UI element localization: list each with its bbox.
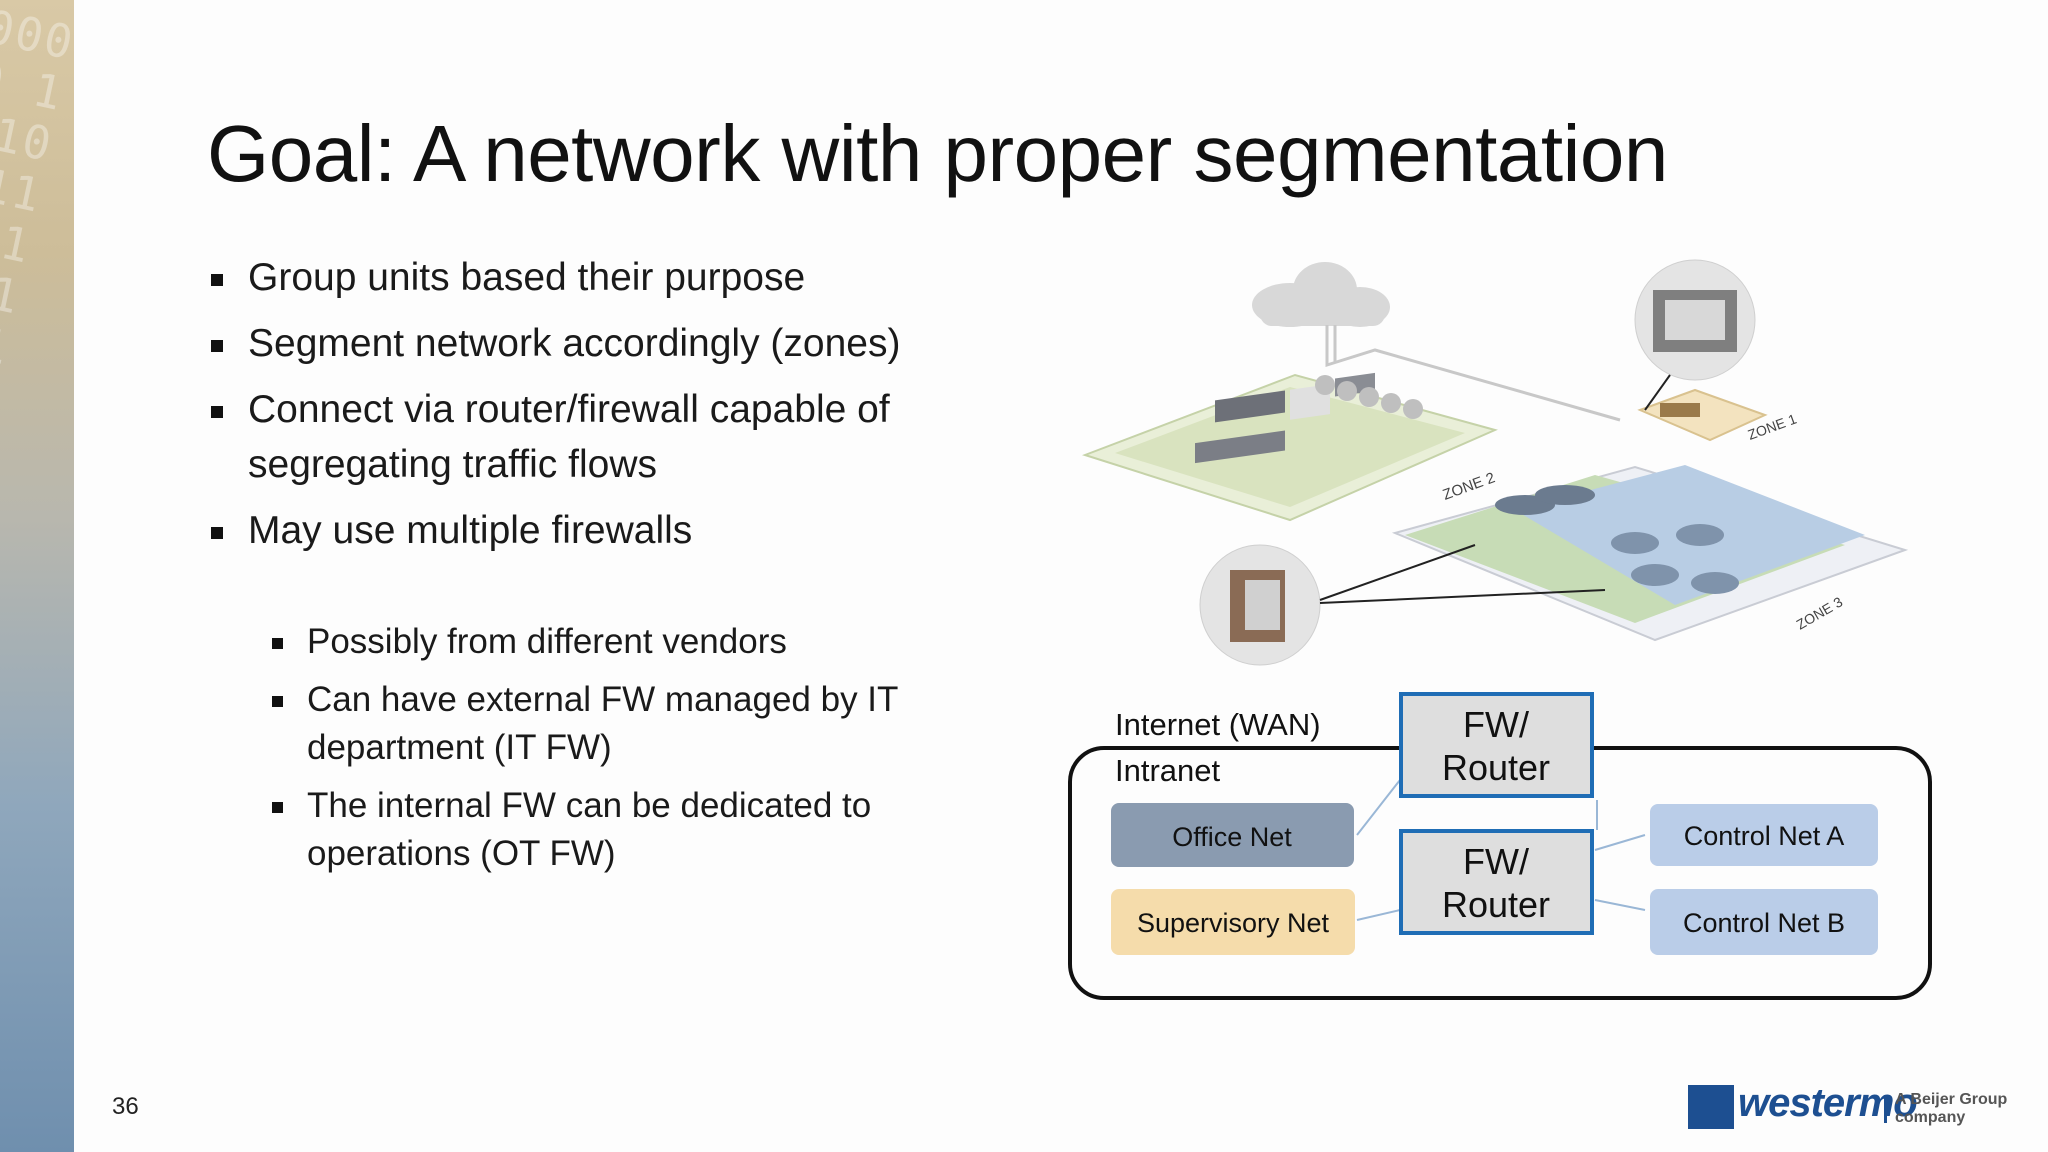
westermo-mark-icon	[1688, 1085, 1734, 1129]
svg-text:Router: Router	[1442, 884, 1550, 925]
internet-label: Internet (WAN)	[1115, 707, 1321, 742]
svg-text:Control Net B: Control Net B	[1683, 908, 1845, 938]
bullet-item: Connect via router/firewall capable of s…	[208, 382, 928, 492]
bullet-item: Group units based their purpose	[208, 250, 928, 305]
svg-text:Router: Router	[1442, 747, 1550, 788]
office-net-box: Office Net	[1111, 803, 1354, 867]
zone-1-area	[1637, 388, 1768, 442]
sub-bullet-item: The internal FW can be dedicated to oper…	[270, 782, 930, 878]
brand-tagline: A Beijer Group company	[1895, 1091, 2008, 1126]
switch-device-icon	[1634, 259, 1756, 381]
zone-3-label: ZONE 3	[1794, 593, 1846, 632]
logo-divider	[1884, 1095, 1887, 1123]
router-device-icon	[1199, 544, 1321, 666]
fw-router-bottom: FW/ Router	[1399, 829, 1594, 935]
svg-text:Control Net A: Control Net A	[1684, 821, 1845, 851]
cloud-icon	[1252, 262, 1390, 327]
intranet-label: Intranet	[1115, 753, 1221, 788]
westermo-logo: westermo A Beijer Group company	[1688, 1081, 2018, 1133]
zone-2-area	[1081, 372, 1498, 522]
decorative-side-strip: 0000 1010 0110 1101 0011 0101 1110 0111 …	[0, 0, 74, 1152]
network-diagram: Internet (WAN) Intranet FW/ Router FW/ R…	[1068, 692, 1932, 1000]
sub-bullet-list: Possibly from different vendors Can have…	[270, 618, 930, 888]
slide-title: Goal: A network with proper segmentation	[207, 109, 1668, 198]
bullet-item: May use multiple firewalls	[208, 503, 928, 558]
sub-bullet-item: Possibly from different vendors	[270, 618, 930, 666]
supervisory-net-box: Supervisory Net	[1111, 889, 1355, 955]
svg-text:FW/: FW/	[1463, 841, 1529, 882]
bullet-item: Segment network accordingly (zones)	[208, 316, 928, 371]
binary-pattern: 0000 1010 0110 1101 0011 0101 1110 0111 …	[0, 0, 74, 427]
zone-3-area	[1391, 465, 1909, 642]
svg-text:Supervisory Net: Supervisory Net	[1137, 908, 1330, 938]
brand-name: westermo	[1738, 1081, 1918, 1125]
control-net-a-box: Control Net A	[1650, 804, 1878, 866]
control-net-b-box: Control Net B	[1650, 889, 1878, 955]
zone-2-label: ZONE 2	[1441, 469, 1498, 504]
svg-text:FW/: FW/	[1463, 704, 1529, 745]
slide-number: 36	[112, 1093, 139, 1120]
zone-illustration: ZONE 2 ZONE 1 ZONE 3	[1081, 259, 1909, 666]
svg-text:Office Net: Office Net	[1172, 822, 1292, 852]
sub-bullet-item: Can have external FW managed by IT depar…	[270, 676, 930, 772]
main-bullet-list: Group units based their purpose Segment …	[208, 250, 928, 569]
fw-router-top: FW/ Router	[1399, 692, 1594, 798]
